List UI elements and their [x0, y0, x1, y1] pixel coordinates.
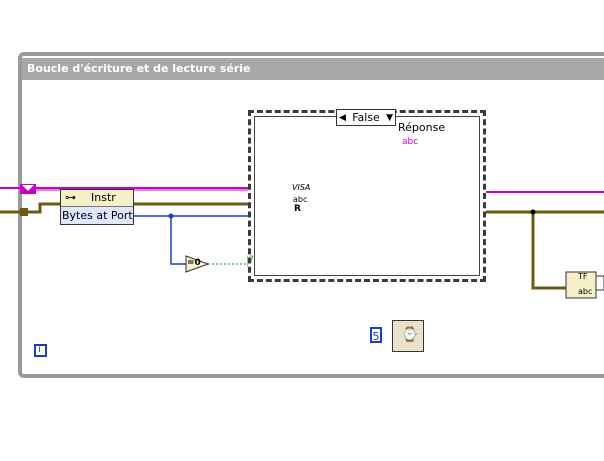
- iteration-terminal: i: [34, 344, 47, 357]
- dropdown-arrow-icon[interactable]: ▼: [386, 113, 393, 123]
- visa-wire-to-format: [531, 212, 566, 290]
- case-inner-frame: [254, 116, 480, 276]
- property-node-item[interactable]: Bytes at Port: [61, 207, 133, 224]
- property-class-label: Instr: [91, 191, 116, 204]
- case-structure[interactable]: [248, 110, 486, 282]
- format-node: [565, 271, 597, 299]
- format-node-label: TF: [578, 272, 588, 281]
- format-node-sub: abc: [578, 287, 593, 296]
- wait-ms-constant[interactable]: 5: [370, 327, 382, 343]
- case-selector[interactable]: ◀ False ▼: [336, 109, 396, 126]
- visa-read-sub: abc: [293, 195, 308, 204]
- loop-title: Boucle d'écriture et de lecture série: [22, 58, 604, 80]
- watch-icon: ⌚: [401, 327, 419, 343]
- property-node-header: ⊶ Instr: [61, 190, 133, 207]
- iteration-label: i: [38, 344, 41, 355]
- case-selector-value: False: [352, 111, 380, 124]
- property-item-label: Bytes at Port: [62, 209, 133, 222]
- shift-register-arrow-icon: [22, 185, 34, 191]
- wait-ms-node[interactable]: ⌚: [392, 320, 424, 352]
- indicator-type: abc: [402, 137, 419, 147]
- visa-read-title: VISA: [292, 183, 311, 192]
- case-selector-question: ?: [249, 255, 254, 265]
- equal-zero-compare: [185, 255, 210, 273]
- left-arrow-icon[interactable]: ◀: [339, 113, 346, 123]
- indicator-label: Réponse: [398, 121, 446, 134]
- compare-label: =0: [187, 258, 201, 268]
- wire-plug-icon: ⊶: [65, 191, 76, 204]
- visa-tunnel-left: [20, 208, 28, 216]
- visa-wire-to-property: [28, 202, 60, 214]
- visa-read-r: R: [294, 204, 301, 214]
